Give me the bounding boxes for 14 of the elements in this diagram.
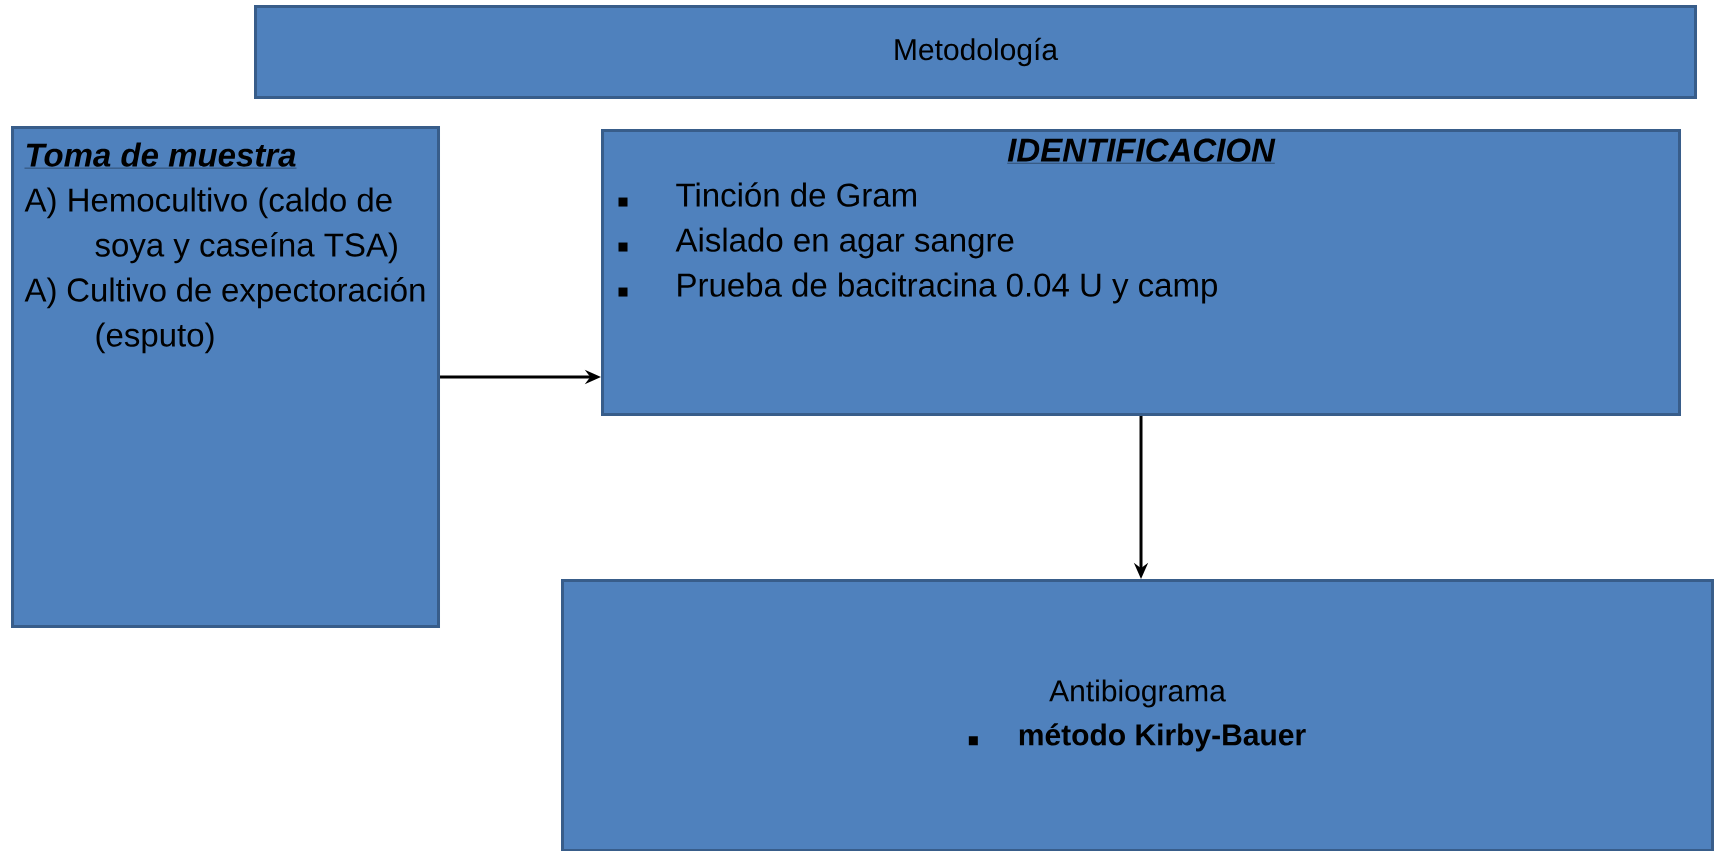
list-item: método Kirby-Bauer [1019, 723, 1306, 752]
heading: Toma de muestra [24, 142, 297, 169]
heading: Metodología [895, 37, 1059, 67]
process-box [561, 579, 1714, 851]
process-box [254, 5, 1697, 99]
heading: Antibiograma [1049, 679, 1226, 708]
process-box [601, 129, 1681, 416]
list-item: Aislado en agar sangre [675, 227, 1014, 259]
heading: IDENTIFICACION [1006, 138, 1276, 164]
list-item: Tinción de Gram [676, 182, 916, 207]
list-item: A) Hemocultivo (caldo de soya y caseína TSA) [24, 187, 397, 264]
process-box [11, 126, 440, 628]
list-item: A) Cultivo de expectoración (esputo) [24, 277, 425, 354]
list-item: Prueba de bacitracina 0.04 U y camp [678, 272, 1217, 304]
